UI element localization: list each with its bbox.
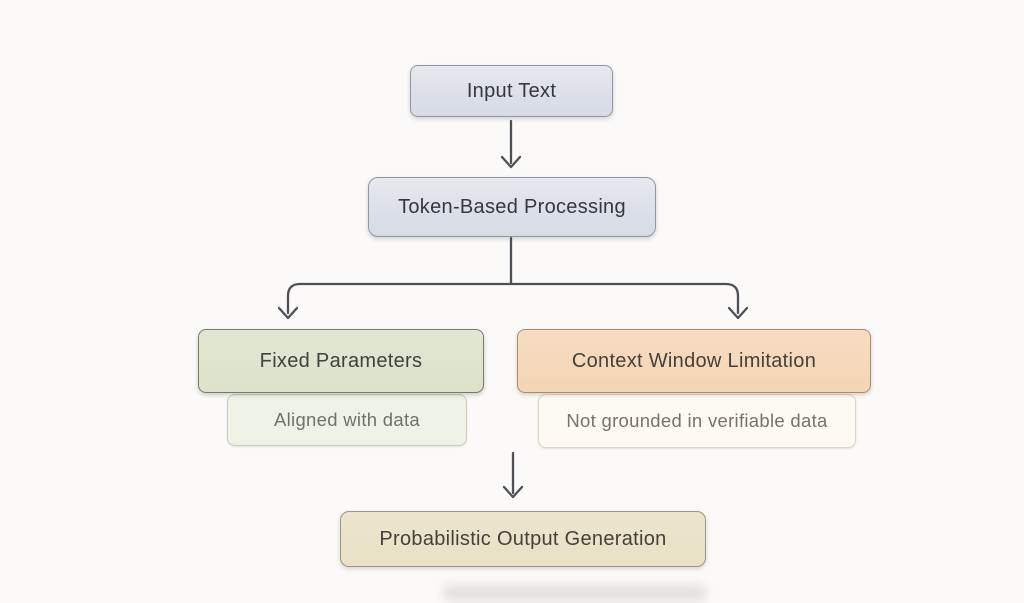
arrow-branch-rail: [286, 282, 740, 315]
node-probabilistic-output-generation: Probabilistic Output Generation: [340, 511, 706, 567]
arrow-to-output-head: [502, 485, 524, 499]
watermark-smudge: [443, 585, 706, 601]
node-not-grounded: Not grounded in verifiable data: [538, 394, 856, 448]
node-aligned-with-data: Aligned with data: [227, 394, 467, 446]
node-fixed-parameters: Fixed Parameters: [198, 329, 484, 393]
arrow-branch-left-head: [277, 306, 299, 320]
node-context-window-limitation: Context Window Limitation: [517, 329, 871, 393]
arrow-input-to-token-head: [500, 155, 522, 169]
arrow-branch-right-head: [727, 306, 749, 320]
node-token-based-processing: Token-Based Processing: [368, 177, 656, 237]
node-input-text: Input Text: [410, 65, 613, 117]
